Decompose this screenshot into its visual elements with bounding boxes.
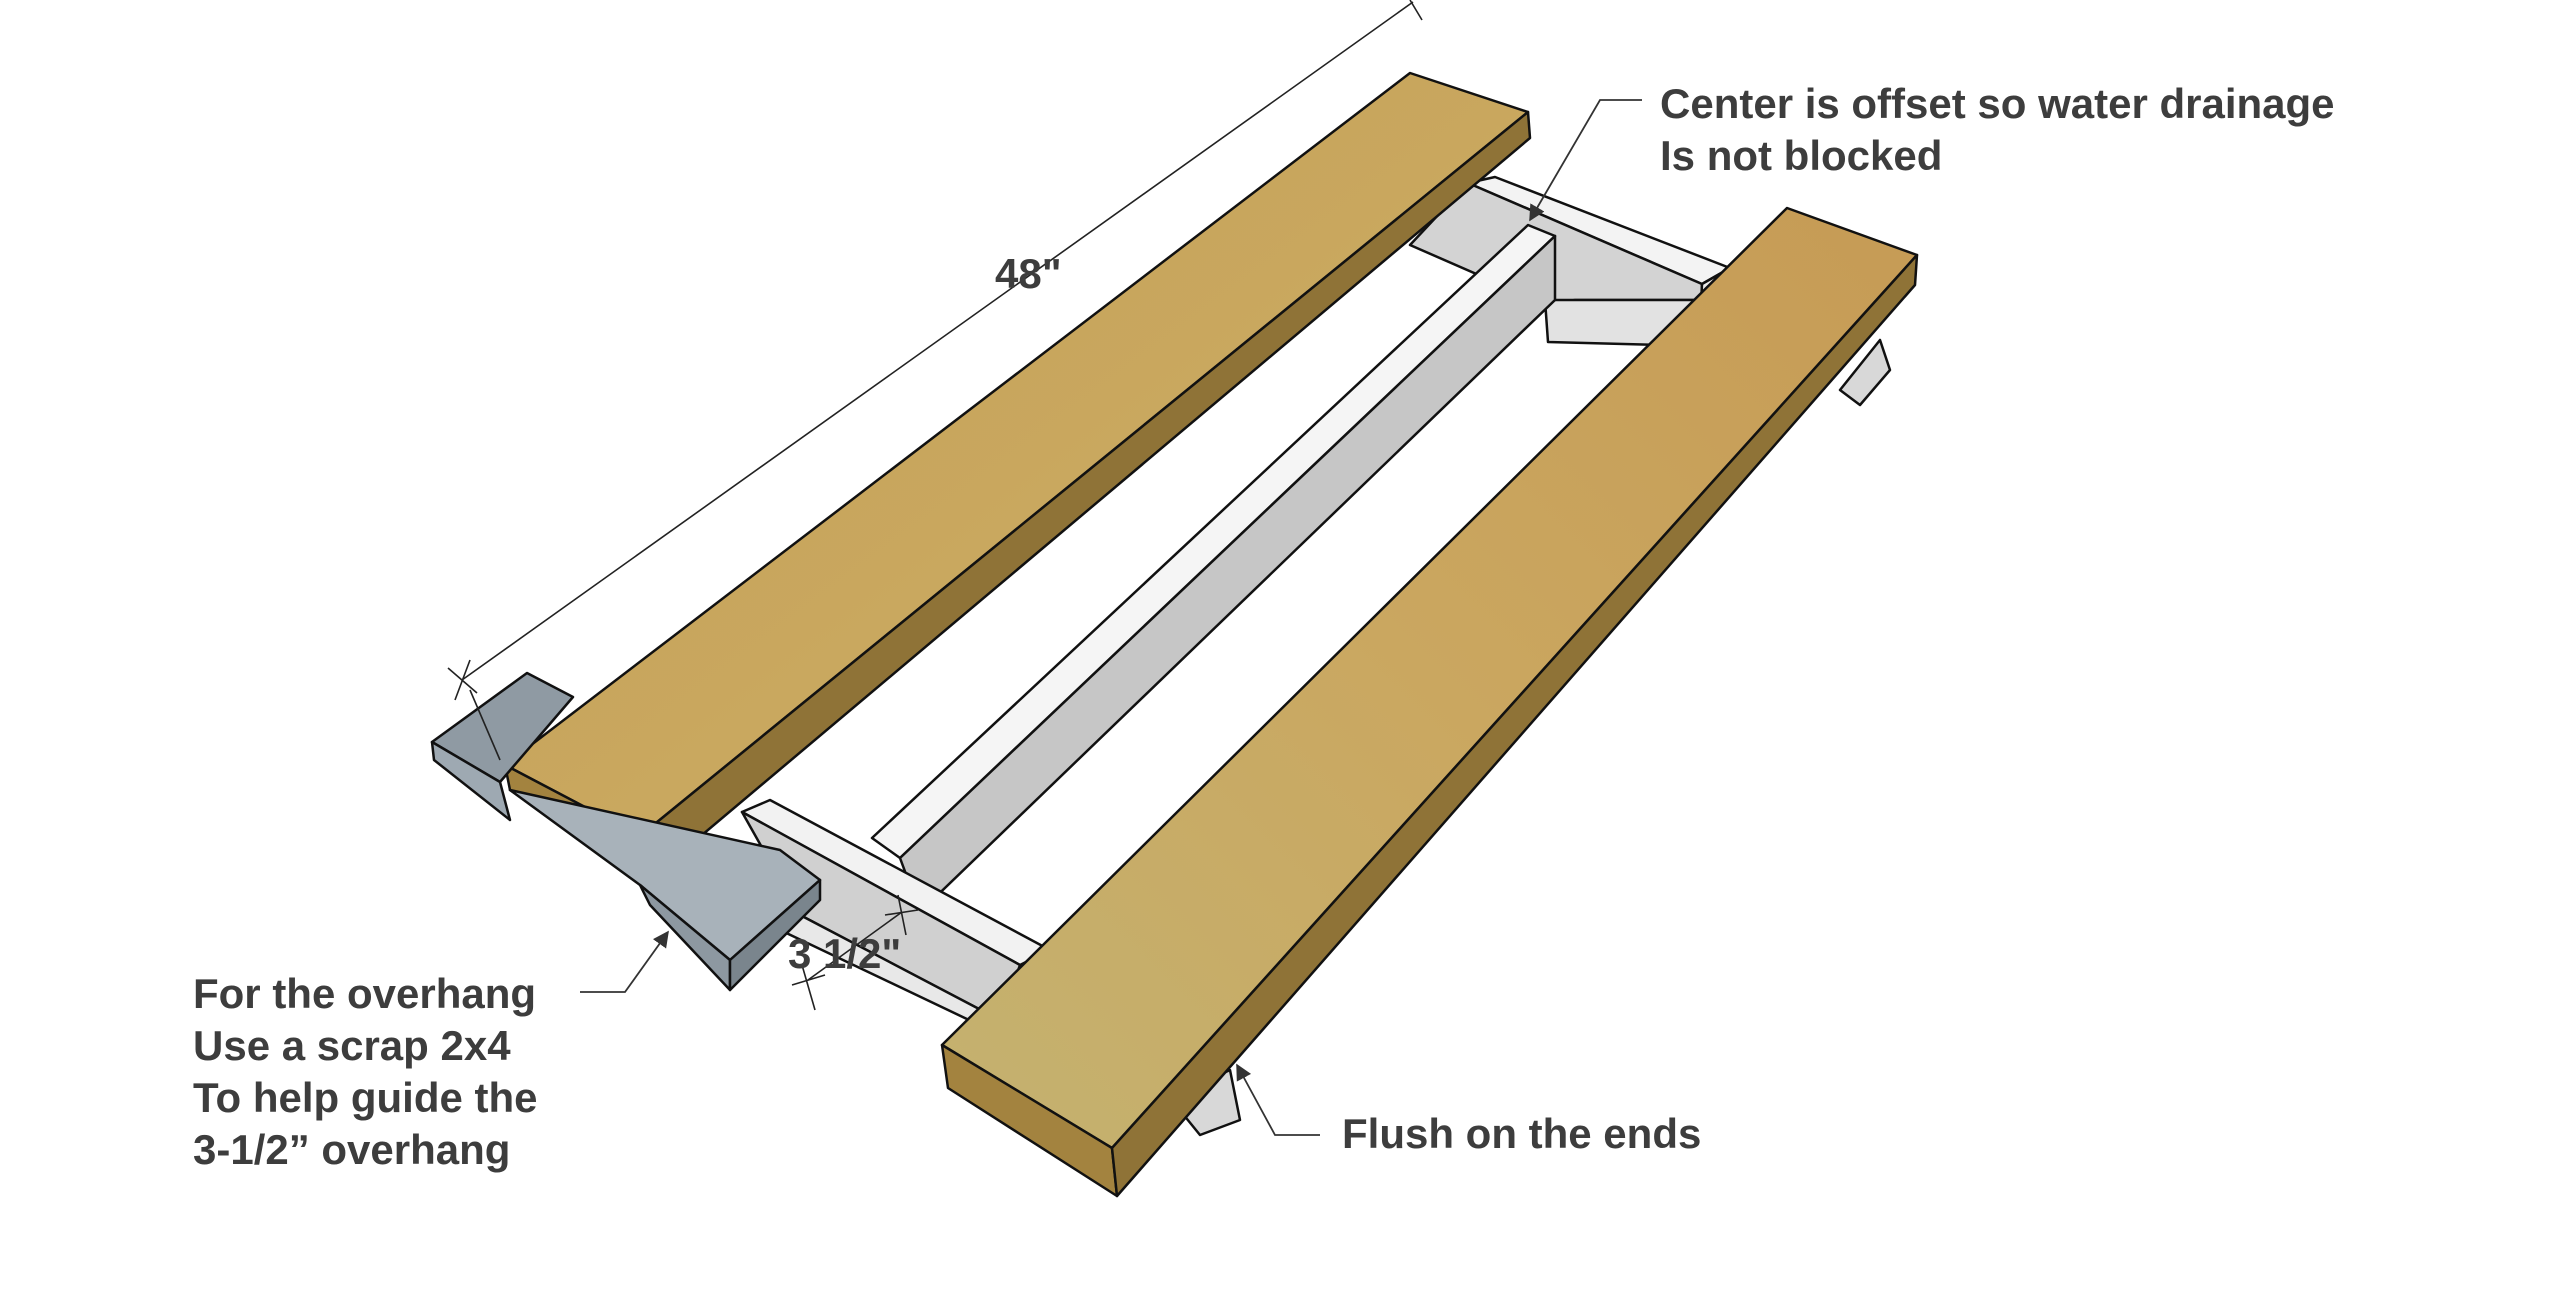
flush-ends-callout: Flush on the ends	[1236, 1063, 1701, 1157]
overhang-guide-note-line-2: Use a scrap 2x4	[193, 1022, 511, 1069]
overhang-guide-note-line-4: 3-1/2” overhang	[193, 1126, 510, 1173]
center-offset-note-line-2: Is not blocked	[1660, 132, 1942, 179]
right-board	[940, 206, 1919, 1198]
center-offset-note-line-1: Center is offset so water drainage	[1660, 80, 2335, 127]
center-offset-callout: Center is offset so water drainage Is no…	[1529, 80, 2335, 222]
length-dimension-label: 48"	[995, 250, 1062, 297]
length-dimension: 48"	[447, 0, 1423, 761]
overhang-dimension-label: 3 1/2"	[788, 930, 901, 977]
overhang-guide-callout: For the overhang Use a scrap 2x4 To help…	[193, 930, 669, 1173]
frame	[740, 175, 1732, 1032]
flush-ends-note: Flush on the ends	[1342, 1110, 1701, 1157]
overhang-guide-note-line-1: For the overhang	[193, 970, 536, 1017]
overhang-guide-note-line-3: To help guide the	[193, 1074, 538, 1121]
overhang-dimension: 3 1/2"	[788, 894, 919, 1011]
scrap-2x4-block	[430, 671, 822, 992]
